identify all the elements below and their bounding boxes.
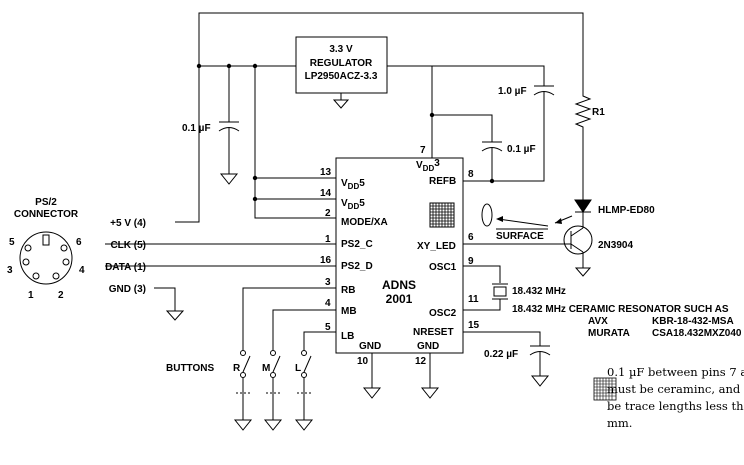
svg-text:10: 10 [357, 356, 369, 367]
svg-text:13: 13 [320, 167, 332, 178]
svg-text:1: 1 [325, 234, 331, 245]
svg-text:6: 6 [76, 237, 82, 248]
connector-title2: CONNECTOR [14, 209, 79, 220]
svg-text:12: 12 [415, 356, 427, 367]
rb-label: RB [341, 285, 355, 296]
svg-text:3: 3 [325, 277, 331, 288]
ps2-gnd-symbol [165, 310, 185, 321]
crystal-label: 18.432 MHz [512, 286, 566, 297]
mode-label: MODE/XA [341, 217, 388, 228]
svg-text:R: R [233, 363, 241, 374]
resonator-line1: 18.432 MHz CERAMIC RESONATOR SUCH AS [512, 304, 729, 315]
svg-text:9: 9 [468, 256, 474, 267]
note-line3: be trace lengths less than [607, 399, 744, 413]
regulator-line2: REGULATOR [310, 58, 373, 69]
data-label: DATA (1) [105, 262, 146, 273]
transistor-ground [574, 267, 592, 277]
lb-label: LB [341, 331, 354, 342]
note-grid-icon [593, 377, 617, 401]
c4-label: 0.22 µF [484, 349, 518, 360]
svg-text:1: 1 [28, 290, 34, 301]
gnd-signal-label: GND (3) [109, 284, 146, 295]
c3-label: 0.1 µF [507, 144, 536, 155]
mb-label: MB [341, 306, 357, 317]
connector-title1: PS/2 [35, 197, 57, 208]
nreset-label: NRESET [413, 327, 454, 338]
svg-text:4: 4 [325, 298, 331, 309]
c2-label: 1.0 µF [498, 86, 527, 97]
chip-name-line2: 2001 [386, 292, 413, 306]
chip-name-line1: ADNS [382, 278, 416, 292]
crystal-symbol [493, 286, 507, 297]
c4-ground [530, 375, 550, 387]
led-symbol [574, 199, 592, 213]
refb-label: REFB [429, 176, 456, 187]
regulator-line3: LP2950ACZ-3.3 [305, 71, 378, 82]
adns-chip [335, 157, 464, 354]
svg-text:5: 5 [325, 322, 331, 333]
led-label: HLMP-ED80 [598, 205, 655, 216]
note-line4: mm. [607, 416, 632, 430]
svg-text:L: L [295, 363, 301, 374]
top-rail-wire [175, 12, 584, 223]
vdd5-rail-wire [254, 66, 336, 219]
osc2-label: OSC2 [429, 308, 457, 319]
svg-text:6: 6 [468, 232, 474, 243]
svg-text:AVX: AVX [588, 316, 608, 327]
svg-text:CSA18.432MXZ040: CSA18.432MXZ040 [652, 328, 742, 339]
ps2c-label: PS2_C [341, 239, 373, 250]
surface-label: SURFACE [496, 231, 544, 242]
lens-symbol [481, 203, 493, 227]
vcc-label: +5 V (4) [110, 218, 146, 229]
clk-label: CLK (5) [110, 240, 146, 251]
button-m [263, 350, 283, 431]
reg-ground-symbol [332, 99, 350, 109]
svg-text:16: 16 [320, 255, 332, 266]
note-line1: 0.1 µF between pins 7 and [607, 365, 744, 379]
ps2d-label: PS2_D [341, 261, 373, 272]
pin12-ground [420, 387, 440, 399]
r1-resistor [574, 92, 592, 200]
chip-sensor-grid [429, 202, 455, 228]
button-r [233, 350, 253, 431]
gnd-label-right: GND [417, 341, 439, 352]
svg-text:KBR-18-432-MSA: KBR-18-432-MSA [652, 316, 734, 327]
svg-text:VDD5: VDD5 [341, 198, 365, 211]
osc1-label: OSC1 [429, 262, 457, 273]
xyled-label: XY_LED [417, 241, 456, 252]
regulator-line1: 3.3 V [329, 44, 353, 55]
button-l [294, 350, 314, 431]
svg-text:4: 4 [79, 265, 85, 276]
svg-text:M: M [262, 363, 270, 374]
svg-text:7: 7 [420, 145, 426, 156]
svg-text:14: 14 [320, 188, 332, 199]
transistor-symbol [563, 225, 593, 255]
r1-label: R1 [592, 107, 605, 118]
c1-ground-symbol [219, 173, 239, 185]
pin10-ground [362, 387, 382, 399]
ps2-connector [19, 231, 73, 285]
svg-text:11: 11 [468, 294, 479, 305]
note-line2: must be ceraminc, and m [607, 382, 744, 396]
svg-text:5: 5 [9, 237, 15, 248]
svg-text:15: 15 [468, 320, 480, 331]
buttons-label: BUTTONS [166, 363, 214, 374]
svg-text:2: 2 [58, 290, 64, 301]
regulator-box [295, 36, 388, 94]
svg-text:3: 3 [7, 265, 13, 276]
svg-text:VDD3: VDD3 [416, 158, 440, 173]
svg-text:8: 8 [468, 169, 474, 180]
svg-text:VDD5: VDD5 [341, 178, 365, 191]
svg-text:MURATA: MURATA [588, 328, 630, 339]
gnd-label-left: GND [359, 341, 381, 352]
transistor-label: 2N3904 [598, 240, 633, 251]
svg-text:2: 2 [325, 208, 331, 219]
c1-label: 0.1 µF [182, 123, 211, 134]
